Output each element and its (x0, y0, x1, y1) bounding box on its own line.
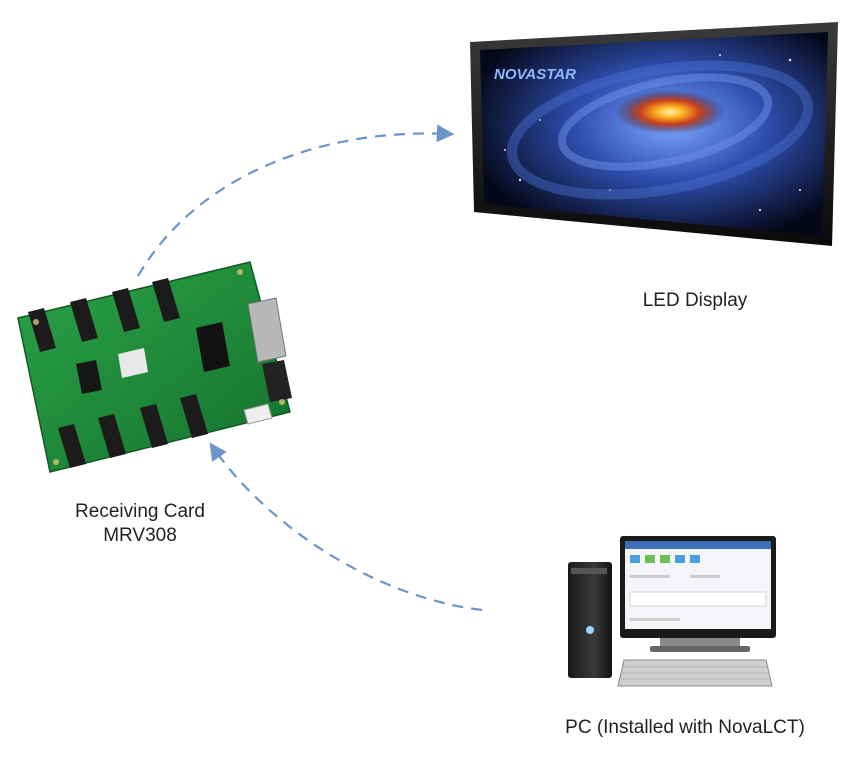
arrow-pc-to-card (209, 442, 483, 612)
pcb-chip-main (196, 322, 230, 372)
pc-label: PC (Installed with NovaLCT) (565, 717, 805, 738)
led-display-label: LED Display (642, 290, 748, 311)
pcb-connectors-top (28, 278, 180, 352)
power-terminal (262, 360, 292, 402)
pcb-label-sticker (118, 348, 148, 378)
led-display-screen (480, 32, 828, 236)
novastar-logo: NOVASTAR (494, 66, 576, 83)
receiving-card-label-line1: Receiving Card (75, 501, 205, 522)
pcb-chip-small (76, 360, 102, 394)
receiving-card-label-line2: MRV308 (103, 525, 177, 546)
pcb-white-connector (243, 403, 273, 425)
galaxy-core (615, 90, 725, 134)
pc-monitor-screen (625, 541, 771, 629)
pc (568, 536, 776, 687)
arrow-card-to-display (137, 124, 455, 277)
receiving-card (17, 261, 292, 473)
pcb-connectors-bottom (58, 394, 208, 468)
receiving-card-label: Receiving Card MRV308 (30, 500, 250, 548)
pc-tower (568, 562, 612, 678)
led-display: NOVASTAR (470, 22, 838, 246)
power-button-icon (586, 626, 594, 634)
ethernet-port (247, 297, 287, 363)
